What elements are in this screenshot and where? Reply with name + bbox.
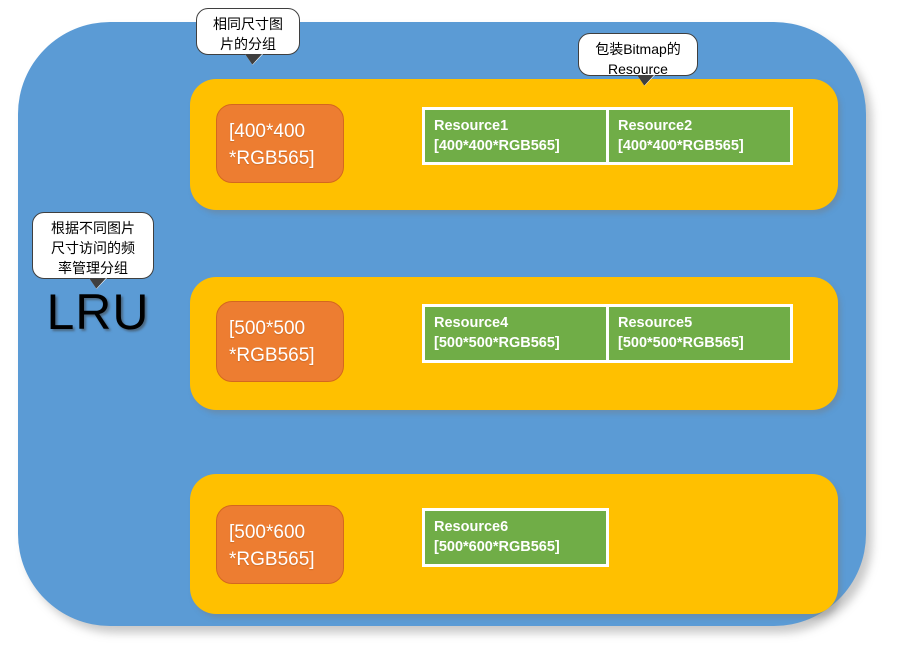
- resource-cell: Resource5 [500*500*RGB565]: [609, 307, 790, 360]
- resource-spec: [500*600*RGB565]: [434, 539, 560, 555]
- group-key-box-2: [500*500 *RGB565]: [216, 301, 344, 382]
- callout-line: 包装Bitmap的: [595, 41, 681, 57]
- group-key-box-1: [400*400 *RGB565]: [216, 104, 344, 183]
- callout-bitmap-resource: 包装Bitmap的 Resource: [578, 33, 698, 86]
- resource-spec: [500*500*RGB565]: [434, 335, 560, 351]
- resource-cell: Resource2 [400*400*RGB565]: [609, 110, 790, 162]
- callout-line: 根据不同图片: [51, 220, 135, 236]
- resource-cell: Resource4 [500*500*RGB565]: [425, 307, 606, 360]
- resource-spec: [400*400*RGB565]: [434, 138, 560, 154]
- resource-name: Resource6: [434, 519, 509, 535]
- group-key-line: [400*400: [229, 121, 306, 142]
- callout-tail-icon: [637, 75, 655, 86]
- callout-line: Resource: [608, 61, 668, 77]
- resource-cell: Resource6 [500*600*RGB565]: [425, 511, 606, 564]
- group-key-line: *RGB565]: [229, 345, 315, 366]
- resource-cell: Resource1 [400*400*RGB565]: [425, 110, 606, 162]
- resource-spec: [400*400*RGB565]: [618, 138, 744, 154]
- size-group-row-2: [500*500 *RGB565] Resource4 [500*500*RGB…: [190, 277, 838, 410]
- callout-line: 尺寸访问的频: [51, 240, 135, 256]
- callout-tail-icon: [89, 278, 107, 289]
- size-group-row-3: [500*600 *RGB565] Resource6 [500*600*RGB…: [190, 474, 838, 614]
- lru-title-label: LRU: [46, 284, 150, 340]
- group-key-line: [500*600: [229, 522, 306, 543]
- group-key-line: *RGB565]: [229, 148, 315, 169]
- callout-tail-icon: [245, 54, 263, 65]
- callout-same-size-group: 相同尺寸图 片的分组: [196, 8, 300, 65]
- callout-line: 相同尺寸图: [213, 16, 283, 32]
- resource-name: Resource4: [434, 315, 509, 331]
- resource-strip-3: Resource6 [500*600*RGB565]: [422, 508, 609, 567]
- callout-line: 率管理分组: [58, 260, 128, 276]
- callout-lru-frequency: 根据不同图片 尺寸访问的频 率管理分组: [32, 212, 154, 289]
- group-key-line: *RGB565]: [229, 549, 315, 570]
- size-group-row-1: [400*400 *RGB565] Resource1 [400*400*RGB…: [190, 79, 838, 210]
- group-key-box-3: [500*600 *RGB565]: [216, 505, 344, 584]
- resource-name: Resource1: [434, 118, 509, 134]
- resource-name: Resource5: [618, 315, 693, 331]
- callout-line: 片的分组: [220, 36, 276, 52]
- lru-container: [400*400 *RGB565] Resource1 [400*400*RGB…: [18, 22, 866, 626]
- group-key-line: [500*500: [229, 318, 306, 339]
- resource-name: Resource2: [618, 118, 693, 134]
- resource-spec: [500*500*RGB565]: [618, 335, 744, 351]
- resource-strip-1: Resource1 [400*400*RGB565] Resource2 [40…: [422, 107, 793, 165]
- resource-strip-2: Resource4 [500*500*RGB565] Resource5 [50…: [422, 304, 793, 363]
